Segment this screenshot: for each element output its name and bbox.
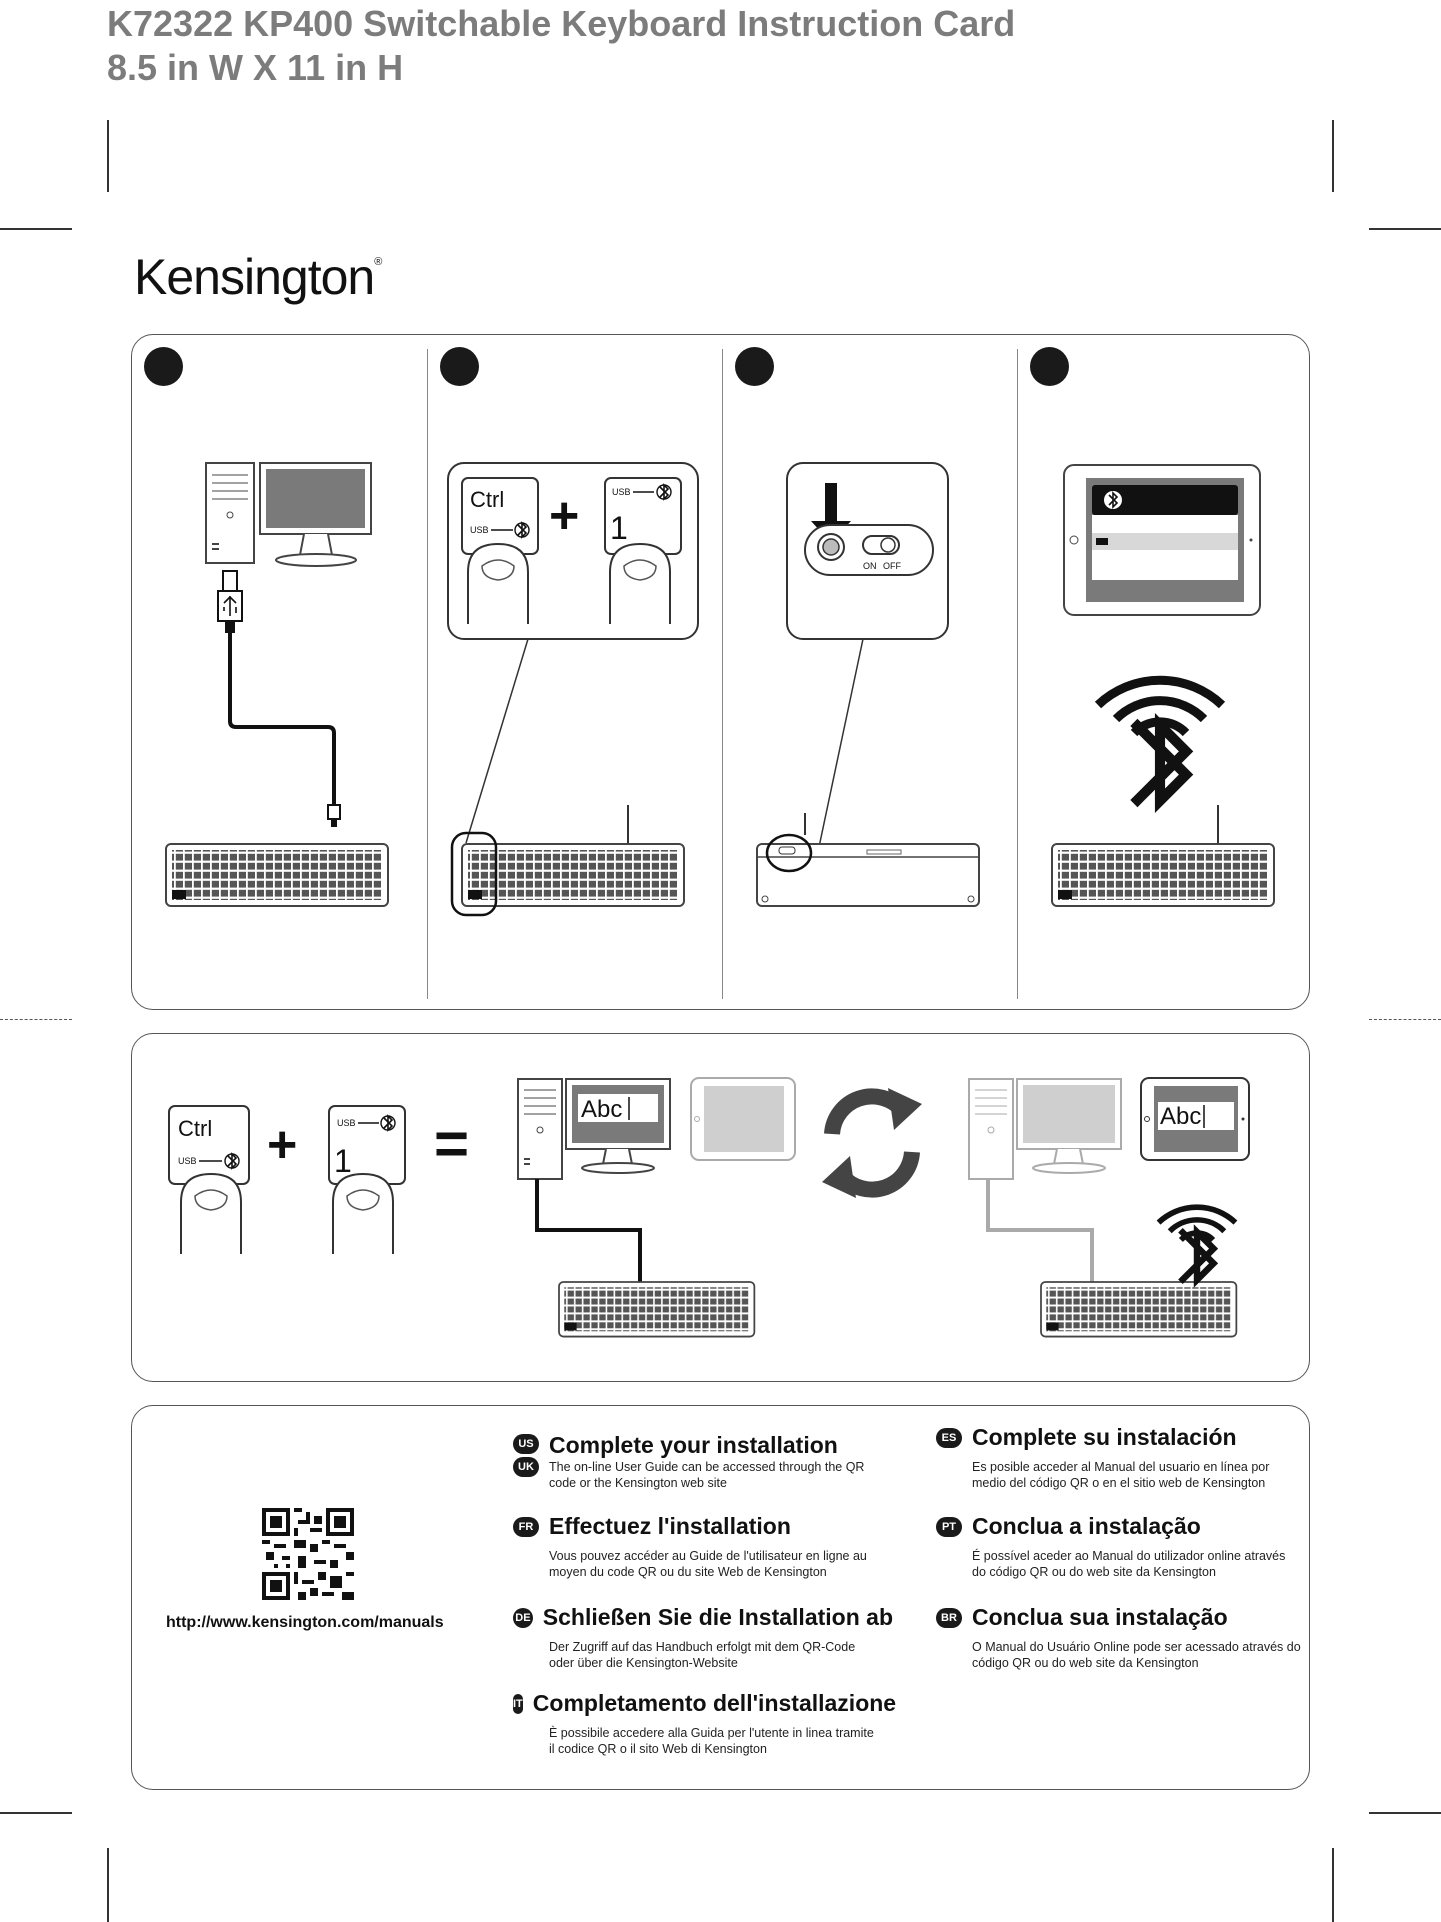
ctrl-1-illustration: Ctrl USB + USB 1: [447, 462, 699, 917]
lang-block-it: IT Completamento dell'installazione È po…: [513, 1690, 897, 1757]
badge-es: ES: [936, 1427, 962, 1448]
lang-body-pt: É possível aceder ao Manual do utilizado…: [972, 1549, 1286, 1579]
lang-title-pt: Conclua a instalação: [972, 1513, 1201, 1539]
document-title: K72322 KP400 Switchable Keyboard Instruc…: [107, 2, 1015, 90]
lang-title-us: Complete your installation: [549, 1432, 838, 1458]
switch-plus-sign: +: [267, 1116, 297, 1174]
badge-us: US: [513, 1434, 539, 1454]
switch-on-label: ON: [863, 561, 877, 571]
crop-mark: [1369, 1812, 1441, 1814]
bluetooth-pairing-illustration: [1051, 464, 1275, 907]
lang-block-us-uk: US UK Complete your installation The on-…: [513, 1424, 893, 1491]
lang-block-de: DE Schließen Sie die Installation ab Der…: [513, 1604, 893, 1671]
usb-key-label: USB: [470, 525, 489, 535]
lang-head-fr: FR Effectuez l'installation: [513, 1513, 893, 1540]
lang-head-es: ES Complete su instalación: [936, 1424, 1316, 1451]
lang-body-us: The on-line User Guide can be accessed t…: [549, 1460, 865, 1490]
step-2-marker: [440, 347, 479, 386]
crop-mark: [1369, 228, 1441, 230]
device-switching-panel: Ctrl USB + USB 1 = Abc: [131, 1033, 1310, 1382]
step-4: [1017, 347, 1312, 999]
equals-sign: =: [434, 1110, 469, 1177]
tablet-screen-text: Abc: [1160, 1103, 1201, 1130]
crop-mark: [107, 1848, 109, 1922]
lang-head-de: DE Schließen Sie die Installation ab: [513, 1604, 893, 1631]
step-3-marker: [735, 347, 774, 386]
crop-mark: [0, 1812, 72, 1814]
step-4-marker: [1030, 347, 1069, 386]
crop-mark: [107, 120, 109, 192]
step-1-marker: [144, 347, 183, 386]
setup-steps-panel: Ctrl USB + USB 1: [131, 334, 1310, 1010]
badge-de: DE: [513, 1607, 533, 1628]
lang-title-de: Schließen Sie die Installation ab: [542, 1604, 893, 1630]
lang-head-pt: PT Conclua a instalação: [936, 1513, 1316, 1540]
lang-block-fr: FR Effectuez l'installation Vous pouvez …: [513, 1513, 893, 1580]
badge-pt: PT: [936, 1516, 962, 1537]
lang-title-br: Conclua sua instalação: [972, 1604, 1228, 1630]
kensington-logo: Kensington®: [134, 249, 382, 305]
switching-illustration: Ctrl USB + USB 1 = Abc: [168, 1077, 1250, 1338]
lang-title-fr: Effectuez l'installation: [549, 1513, 791, 1539]
title-line-1: K72322 KP400 Switchable Keyboard Instruc…: [107, 3, 1016, 44]
lang-block-br: BR Conclua sua instalação O Manual do Us…: [936, 1604, 1316, 1671]
usb-key-label-2: USB: [612, 487, 631, 497]
one-key-label: 1: [610, 510, 628, 546]
manuals-url[interactable]: http://www.kensington.com/manuals: [166, 1614, 444, 1631]
switch-usb-label-2: USB: [337, 1118, 356, 1128]
lang-body-fr: Vous pouvez accéder au Guide de l'utilis…: [549, 1549, 867, 1579]
badge-fr: FR: [513, 1516, 539, 1537]
lang-title-es: Complete su instalación: [972, 1424, 1237, 1450]
step-1: [132, 335, 427, 1009]
active-screen-text: Abc: [581, 1096, 622, 1123]
fold-mark: [0, 1019, 72, 1020]
lang-body-it: È possibile accedere alla Guida per l'ut…: [549, 1726, 874, 1756]
lang-block-es: ES Complete su instalación Es posible ac…: [936, 1424, 1316, 1491]
lang-title-it: Completamento dell'installazione: [532, 1690, 897, 1716]
lang-head-us-uk: US UK Complete your installation: [513, 1424, 893, 1477]
crop-mark: [1332, 120, 1334, 192]
lang-body-br: O Manual do Usuário Online pode ser aces…: [972, 1640, 1301, 1670]
plus-sign: +: [549, 487, 579, 545]
lang-body-de: Der Zugriff auf das Handbuch erfolgt mit…: [549, 1640, 856, 1670]
lang-head-br: BR Conclua sua instalação: [936, 1604, 1316, 1631]
lang-badges: US UK: [513, 1434, 539, 1477]
title-line-2: 8.5 in W X 11 in H: [107, 47, 404, 88]
lang-block-pt: PT Conclua a instalação É possível acede…: [936, 1513, 1316, 1580]
switch-off-label: OFF: [883, 561, 901, 571]
ctrl-key-label: Ctrl: [470, 487, 504, 512]
usb-connection-illustration: [165, 462, 389, 907]
pairing-button-illustration: ON OFF: [756, 462, 980, 907]
fold-mark: [1369, 1019, 1441, 1020]
lang-head-it: IT Completamento dell'installazione: [513, 1690, 897, 1717]
badge-it: IT: [513, 1693, 523, 1714]
badge-br: BR: [936, 1607, 962, 1628]
qr-code[interactable]: [262, 1508, 354, 1600]
switch-ctrl-key-label: Ctrl: [178, 1116, 212, 1141]
switch-usb-label: USB: [178, 1156, 197, 1166]
switch-one-key-label: 1: [334, 1143, 352, 1179]
step-3: ON OFF: [722, 347, 1017, 999]
step-2: Ctrl USB + USB 1: [427, 347, 722, 999]
crop-mark: [1332, 1848, 1334, 1922]
badge-uk: UK: [513, 1457, 539, 1477]
crop-mark: [0, 228, 72, 230]
lang-body-es: Es posible acceder al Manual del usuario…: [972, 1460, 1270, 1490]
